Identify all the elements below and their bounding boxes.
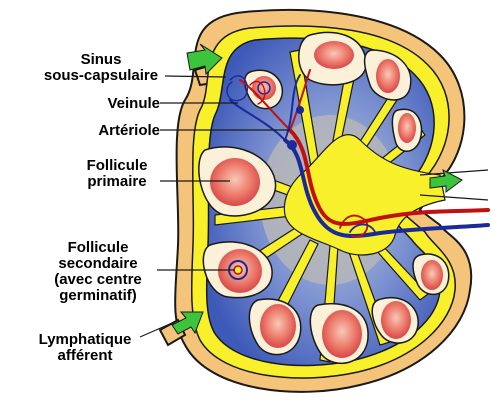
label-follicule-primaire-line2: primaire — [72, 174, 162, 190]
label-follicule-primaire-line1: Follicule — [72, 158, 162, 174]
label-arteriole: Artériole — [78, 123, 160, 139]
label-veinule: Veinule — [86, 96, 160, 112]
label-sinus-line2: sous-capsulaire — [38, 68, 164, 84]
label-sinus-line1: Sinus — [38, 52, 164, 68]
label-follicule-secondaire-line3: (avec centre — [36, 272, 160, 288]
label-lymphatique: Lymphatique afférent — [26, 332, 144, 364]
label-lymphatique-line2: afférent — [26, 348, 144, 364]
label-follicule-secondaire-line1: Follicule — [36, 240, 160, 256]
follicle-right-1 — [392, 109, 421, 151]
label-follicule-secondaire-line2: secondaire — [36, 256, 160, 272]
label-sinus: Sinus sous-capsulaire — [38, 52, 164, 84]
label-lymphatique-line1: Lymphatique — [26, 332, 144, 348]
label-follicule-secondaire: Follicule secondaire (avec centre germin… — [36, 240, 160, 304]
label-follicule-secondaire-line4: germinatif) — [36, 288, 160, 304]
label-follicule-primaire: Follicule primaire — [72, 158, 162, 190]
